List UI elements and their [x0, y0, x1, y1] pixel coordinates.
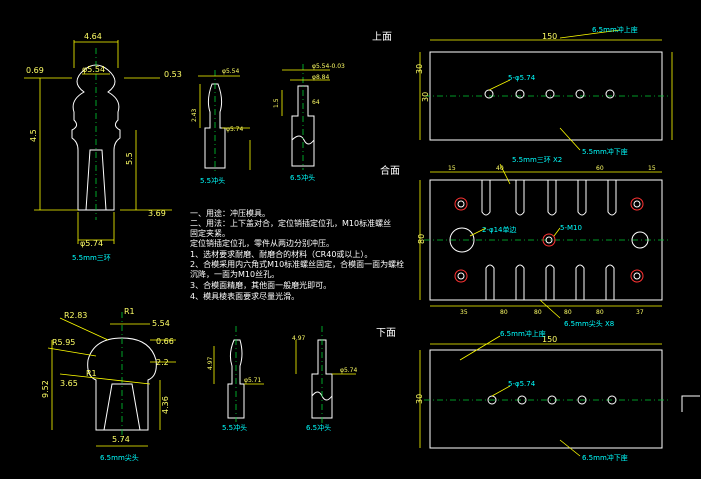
top-width: 150 [542, 32, 557, 41]
caption-tip: 6.5mm尖头 [100, 453, 139, 462]
note-line-6: 2、合模采用内六角式M10标准螺丝固定，合模面一面为螺栓 [190, 259, 404, 269]
frame-corner-mark [681, 395, 700, 412]
caption-punch55b: 5.5冲头 [222, 423, 247, 432]
svg-text:80: 80 [564, 309, 572, 316]
svg-text:37: 37 [636, 309, 644, 316]
combined-view: 合面 15 40 60 15 80 5.5 [380, 156, 668, 328]
dim-d5-54: φ5.54 [82, 65, 105, 74]
caption-punch65b: 6.5冲头 [306, 423, 331, 432]
label-combined-view: 合面 [380, 164, 400, 177]
svg-text:15: 15 [448, 165, 456, 172]
bottom-holes-label: 5-φ5.74 [508, 380, 536, 388]
dim-0-53: 0.53 [164, 70, 182, 79]
ring-outline [71, 64, 121, 211]
detail-punch-65: φ5.54-0.03 φ8.84 64 1.5 6.5冲头 [273, 63, 345, 182]
label-bottom-view: 下面 [376, 328, 396, 339]
tip-inner [103, 383, 141, 431]
note-line-5: 1、选材要求耐磨、耐磨合的材料（CR40或以上）。 [190, 249, 372, 259]
bottom-upper-label: 6.5mm冲上座 [500, 329, 546, 338]
note-line-1: 一、用途：冲压模具。 [190, 208, 270, 218]
bottom-view: 下面 150 30 6.5mm冲上座 5-φ5.74 6.5mm冲下座 [376, 328, 668, 462]
dim-p65-d5-54: φ5.54-0.03 [312, 63, 345, 70]
svg-text:30: 30 [415, 394, 424, 404]
dim-5-5: 5.5 [125, 152, 134, 165]
top-upper-label: 6.5mm冲上座 [592, 25, 638, 34]
dim-tip-9-52: 9.52 [41, 380, 50, 398]
caption-punch65: 6.5冲头 [290, 173, 315, 182]
svg-text:4.97: 4.97 [292, 335, 306, 342]
svg-text:80: 80 [500, 309, 508, 316]
svg-text:4.97: 4.97 [207, 356, 214, 370]
combined-tips-label: 6.5mm尖头 X8 [564, 319, 614, 328]
punch55-outline [204, 83, 226, 169]
dim-tip-r5-95: R5.95 [52, 338, 75, 347]
dim-tip-4-36: 4.36 [161, 396, 170, 414]
top-view: 上面 150 30 30 6.5mm冲上座 5-φ5.74 5.5mm冲下座 [372, 25, 673, 156]
dim-4-5: 4.5 [29, 129, 38, 142]
dim-tip-5-74: 5.74 [112, 435, 130, 444]
punch65-outline [291, 85, 315, 167]
svg-text:30: 30 [421, 92, 430, 102]
svg-text:φ5.74: φ5.74 [340, 367, 358, 374]
punch65-break [291, 135, 315, 145]
dim-tip-0-66: 0.66 [156, 337, 174, 346]
notes-block: 一、用途：冲压模具。 二、用法：上下盖对合，定位销插定位孔，M10标准螺丝 固定… [190, 208, 404, 301]
top-holes-label: 5-φ5.74 [508, 74, 536, 82]
note-line-4: 定位销插定位孔，零件从两边分别冲压。 [190, 238, 334, 248]
note-line-7: 沉降，一面为M10丝孔。 [190, 269, 279, 279]
bottom-lower-label: 6.5mm冲下座 [582, 453, 628, 462]
dim-3-69: 3.69 [148, 209, 166, 218]
dim-tip-5-54: 5.54 [152, 319, 170, 328]
svg-text:80: 80 [417, 234, 426, 244]
top-lower-label: 5.5mm冲下座 [582, 147, 628, 156]
combined-rings-label: 5.5mm三环 X2 [512, 156, 562, 164]
bottom-width: 150 [542, 335, 557, 344]
caption-punch55: 5.5冲头 [200, 176, 225, 185]
dim-tip-r1: R1 [124, 307, 135, 316]
note-line-8: 3、合模面精磨，其他面一般磨光即可。 [190, 280, 331, 290]
detail-punch-55: φ5.54 2.43 φ5.74 5.5冲头 [191, 68, 251, 185]
ring-inner [85, 149, 107, 211]
svg-text:80: 80 [596, 309, 604, 316]
dim-tip-2-2: 2.2 [156, 358, 169, 367]
dim-p65-d8-84: φ8.84 [312, 74, 330, 81]
svg-text:15: 15 [648, 165, 656, 172]
dim-tip-3-65: 3.65 [60, 379, 78, 388]
dim-tip-r1b: R1 [86, 369, 97, 378]
note-line-3: 固定夹紧。 [190, 228, 230, 238]
dim-p55-2-43: 2.43 [191, 108, 198, 122]
svg-text:80: 80 [534, 309, 542, 316]
svg-text:φ5.71: φ5.71 [244, 377, 262, 384]
combined-m10-label: 5-M10 [560, 224, 582, 232]
note-line-2: 二、用法：上下盖对合，定位销插定位孔，M10标准螺丝 [190, 218, 391, 228]
detail-punch-65b: 4.97 φ5.74 6.5冲头 [292, 326, 358, 432]
caption-ring: 5.5mm三环 [72, 254, 111, 262]
svg-text:35: 35 [460, 309, 468, 316]
svg-text:40: 40 [496, 165, 504, 172]
dim-p65-64: 64 [312, 99, 320, 106]
dim-p55-d5-54: φ5.54 [222, 68, 240, 75]
combined-pin-label: 2-φ14单边 [482, 225, 517, 234]
dim-p55-d5-74: φ5.74 [226, 126, 244, 133]
detail-punch-55b: 4.97 φ5.71 5.5冲头 [207, 326, 264, 432]
detail-ring-profile: 4.64 φ5.54 0.69 0.53 4.5 5.5 3.69 φ5.74 … [24, 32, 182, 262]
dim-d5-74: φ5.74 [80, 239, 103, 248]
svg-text:60: 60 [596, 165, 604, 172]
dim-0-69: 0.69 [26, 66, 44, 75]
detail-tip-profile: R2.83 R1 R5.95 R1 5.54 0.66 2.2 3.65 9.5… [41, 307, 176, 462]
svg-text:30: 30 [415, 64, 424, 74]
bottom-view-outline [429, 349, 663, 449]
dim-tip-r2-83: R2.83 [64, 311, 87, 320]
dim-p65-1-5: 1.5 [273, 98, 280, 108]
note-line-9: 4、模具棱表面要求尽量光滑。 [190, 291, 299, 301]
label-top-view: 上面 [372, 31, 392, 43]
dim-4-64: 4.64 [84, 32, 102, 41]
